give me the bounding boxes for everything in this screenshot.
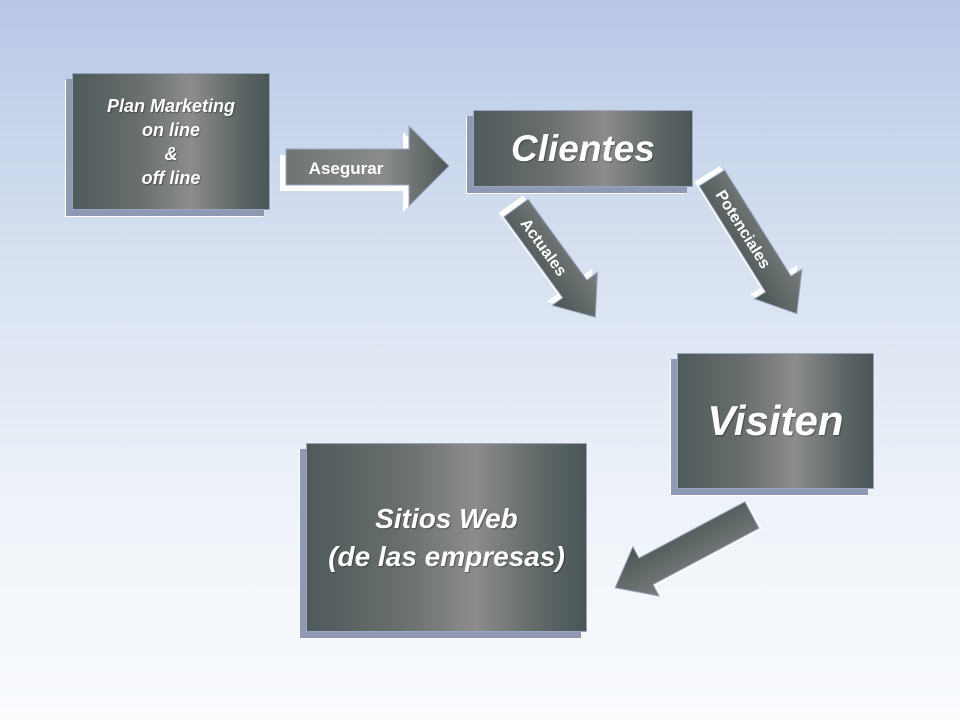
visiten-box: Visiten	[677, 353, 874, 489]
asegurar-arrow: Asegurar	[280, 124, 450, 212]
sitios-web-box: Sitios Web (de las empresas)	[306, 443, 587, 632]
plan-marketing-box: Plan Marketing on line & off line	[72, 73, 270, 210]
visiten-to-sitios-arrow	[614, 501, 762, 597]
asegurar-label: Asegurar	[309, 159, 384, 178]
actuales-arrow: Actuales	[498, 195, 598, 318]
sitios-web-label: Sitios Web (de las empresas)	[328, 502, 565, 572]
visiten-label: Visiten	[707, 397, 844, 444]
potenciales-arrow: Potenciales	[694, 166, 803, 315]
plan-marketing-label: Plan Marketing on line & off line	[106, 95, 236, 188]
clientes-box: Clientes	[473, 110, 693, 187]
clientes-label: Clientes	[511, 127, 655, 169]
